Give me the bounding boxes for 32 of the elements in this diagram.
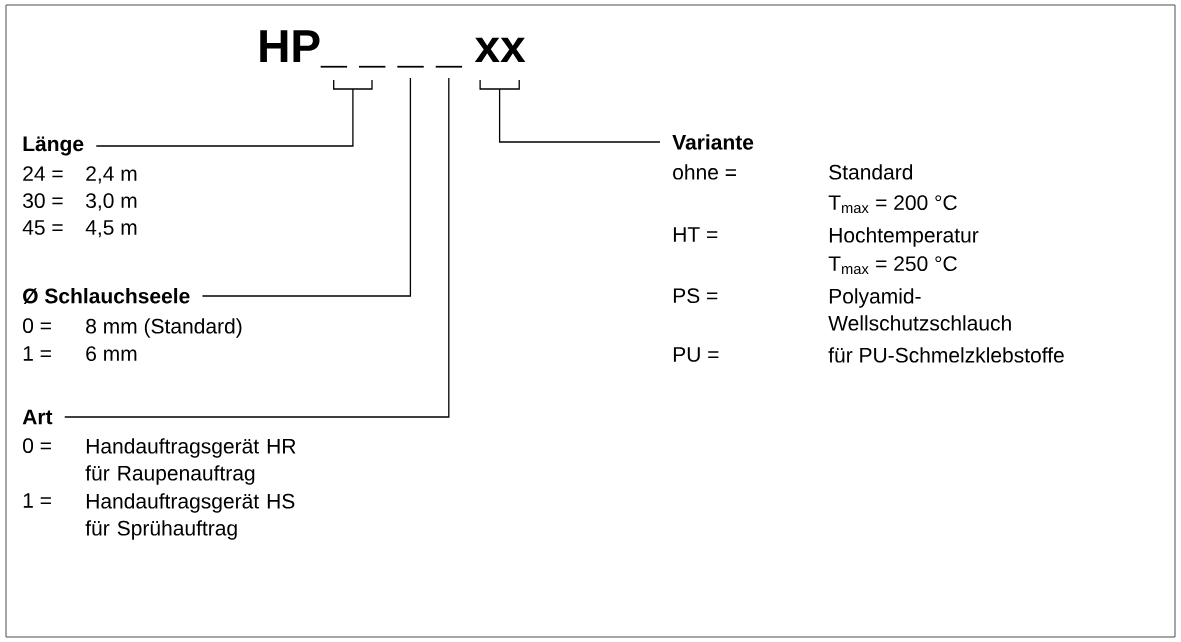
leader-line: [201, 77, 412, 297]
code-description: T$_{max}$ = 200 °C: [828, 195, 957, 214]
code-description: 1 =: [23, 346, 51, 361]
code-description: 24 =: [23, 166, 63, 181]
code-description: Standard: [829, 164, 913, 180]
heading: Art: [22, 409, 53, 425]
code-description: T$_{max}$ = 250 °C: [828, 256, 957, 275]
code-description: 4,5 m: [85, 220, 137, 238]
code-description: PU =: [673, 347, 719, 362]
code-description: Handauftragsgerät HS für Sprühauftrag: [85, 493, 295, 540]
code-description: PS =: [673, 288, 718, 304]
code-description: 2,4 m: [86, 166, 137, 184]
code-description: 1 =: [23, 493, 51, 508]
heading: Länge: [23, 136, 84, 156]
code-description: HT =: [673, 227, 718, 242]
code-description: für PU-Schmelzklebstoffe: [828, 347, 1064, 363]
leader-line: [64, 77, 450, 418]
code-description: 45 =: [22, 220, 63, 235]
heading: Ø Schlauchseele: [23, 288, 190, 304]
code-description: Hochtemperatur: [829, 227, 979, 247]
code-description: 6 mm: [86, 346, 137, 362]
heading: Variante: [672, 134, 754, 150]
code-description: 8 mm (Standard): [86, 318, 242, 338]
code-description: 30 =: [23, 193, 63, 209]
code-title: HP_ _ _ _ xx: [260, 30, 526, 68]
code-description: 0 =: [23, 438, 51, 454]
code-description: ohne =: [673, 164, 736, 180]
leader-line: [95, 88, 354, 147]
code-description: 3,0 m: [86, 193, 137, 211]
code-description: 0 =: [23, 318, 51, 334]
code-description: Handauftragsgerät HR für Raupenauftrag: [85, 438, 296, 485]
leader-line: [498, 88, 661, 143]
